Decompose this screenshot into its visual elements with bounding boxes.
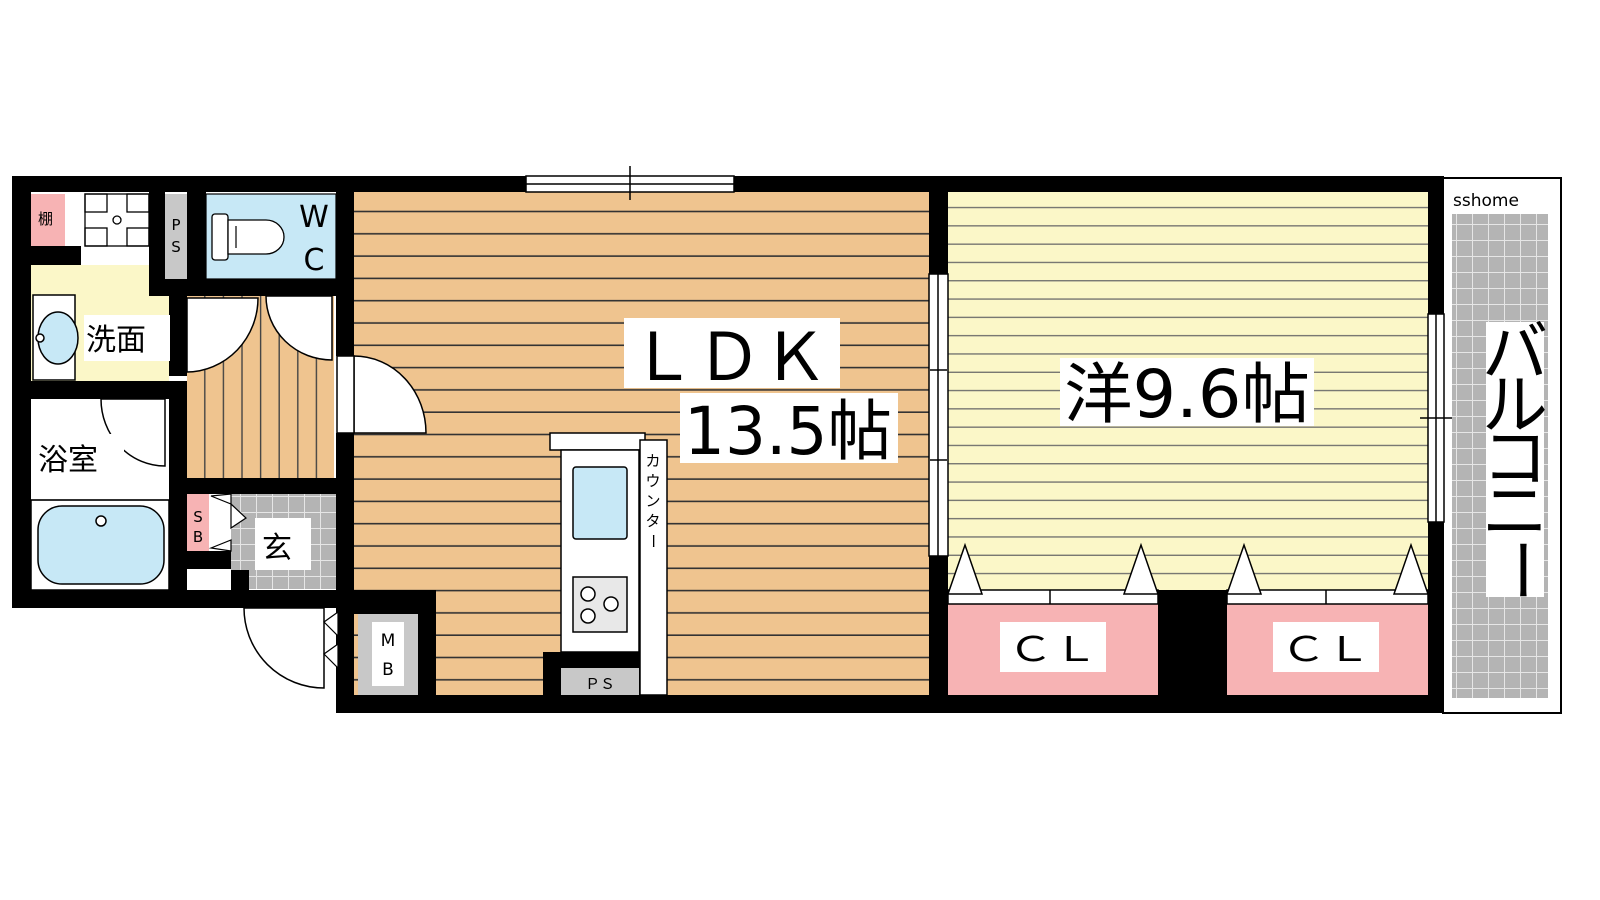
counter-char-2: ウ — [645, 472, 660, 490]
window-partition — [928, 273, 949, 557]
kitchen-counter — [549, 432, 668, 696]
counter-char-5: ー — [644, 533, 662, 548]
mb-char-m: M — [381, 631, 396, 651]
window-top — [525, 166, 735, 200]
watermark: sshome — [1453, 191, 1519, 211]
bath-label: 浴室 — [34, 434, 124, 482]
closet-left-text: ＣＬ — [1008, 630, 1098, 670]
sb-char-b: B — [193, 528, 203, 546]
closet-right-text: ＣＬ — [1281, 630, 1371, 670]
shoe-box-label: S B — [193, 508, 203, 546]
pipe-space-top-fill — [165, 194, 187, 282]
balcony-char-3: コ — [1482, 420, 1548, 497]
counter-char-4: タ — [645, 512, 660, 530]
ps-top-char-s: S — [171, 238, 181, 256]
counter-char-3: ン — [645, 492, 660, 510]
balcony-char-4: ニ — [1482, 473, 1548, 550]
kitchen-ps-fill — [561, 668, 639, 695]
balcony — [1442, 177, 1562, 714]
balcony-char-5: ー — [1482, 537, 1559, 603]
window-balcony — [1420, 313, 1452, 523]
balcony-char-2: ル — [1482, 367, 1548, 444]
door-ldk[interactable] — [336, 355, 427, 434]
closet-left-label: ＣＬ — [1000, 622, 1106, 672]
shelf-text: 棚 — [38, 210, 53, 228]
bath-text: 浴室 — [38, 443, 98, 478]
shoe-box-fill — [187, 494, 209, 551]
closet-right-label: ＣＬ — [1273, 622, 1379, 672]
closet-left-doors[interactable] — [946, 542, 1160, 605]
counter-char-1: カ — [645, 452, 660, 470]
mb-char-b: B — [382, 660, 394, 680]
washroom-text: 洗面 — [86, 323, 146, 358]
ps-top-char-p: P — [171, 216, 180, 234]
ldk-name: ＬＤＫ — [630, 319, 828, 396]
wash-basin — [32, 294, 79, 381]
balcony-char-1: バ — [1482, 314, 1548, 391]
door-shoe-box — [208, 493, 247, 552]
toilet-char-c: C — [304, 243, 325, 278]
kitchen-ps-label: ＰＳ — [585, 675, 615, 693]
shelf-label: 棚 — [38, 210, 53, 228]
door-toilet[interactable] — [265, 295, 333, 361]
bedroom-label: 洋9.6帖 — [1060, 356, 1314, 433]
ldk-size: 13.5帖 — [684, 393, 892, 470]
meter-box-label: M B — [372, 622, 404, 686]
sb-char-s: S — [193, 508, 203, 526]
door-meter-box — [323, 610, 339, 670]
bathtub — [30, 499, 170, 591]
toilet-fixture — [205, 193, 337, 280]
counter-label: カ ウ ン タ ー — [644, 452, 662, 549]
entrance-text: 玄 — [262, 531, 292, 566]
shelf-fill — [29, 194, 65, 246]
toilet-label: W C — [299, 200, 329, 278]
walls — [12, 176, 1444, 713]
door-bath[interactable] — [100, 398, 166, 467]
door-entrance[interactable] — [243, 607, 325, 689]
ldk-label: ＬＤＫ 13.5帖 — [624, 318, 898, 470]
washroom-label: 洗面 — [84, 315, 170, 361]
toilet-char-w: W — [299, 200, 329, 235]
closet-right-doors[interactable] — [1225, 542, 1430, 605]
entrance-label: 玄 — [255, 518, 311, 570]
bedroom-name: 洋9.6帖 — [1064, 356, 1310, 433]
washing-machine-space — [84, 193, 150, 247]
balcony-label: バ ル コ ニ ー — [1482, 314, 1559, 603]
door-washroom[interactable] — [186, 297, 259, 373]
kitchen-ps-text: ＰＳ — [585, 675, 615, 693]
pipe-space-top-label: P S — [171, 216, 181, 256]
